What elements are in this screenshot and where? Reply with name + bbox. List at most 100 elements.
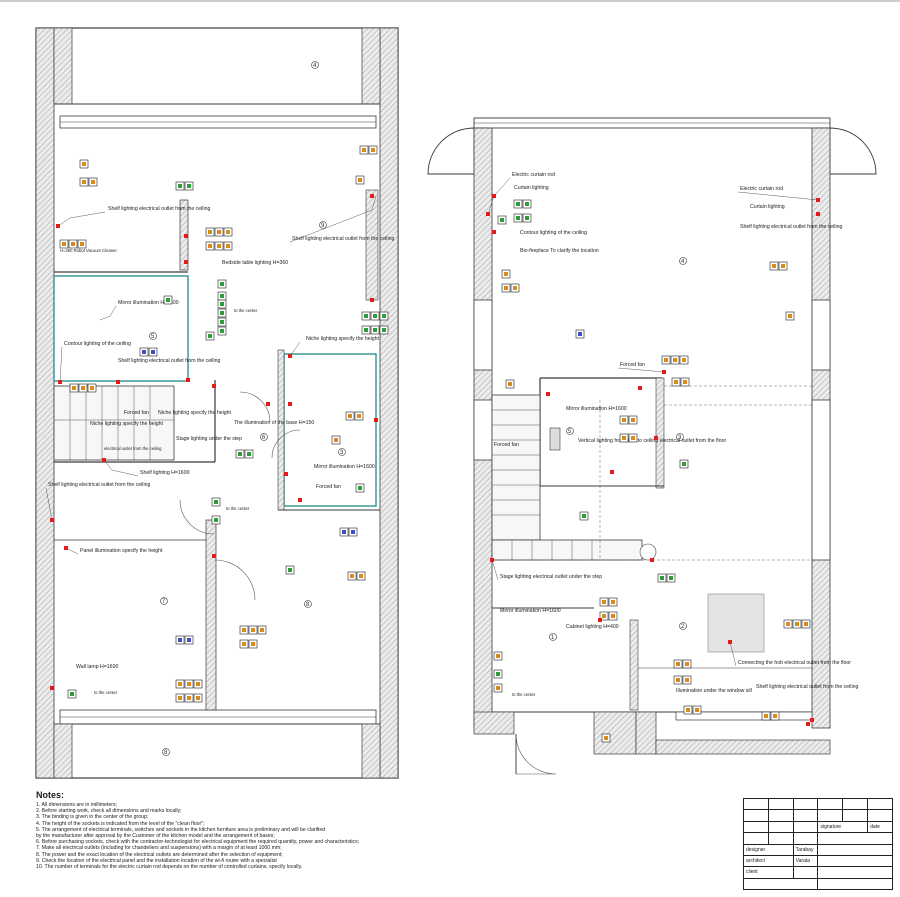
outlet-symbol [187, 682, 191, 686]
outlet-symbol [525, 202, 529, 206]
outlet-symbol [178, 638, 182, 642]
outlet-symbol [214, 518, 218, 522]
label: Contour lighting of the ceiling [64, 341, 131, 347]
teal-partition-left [53, 275, 189, 382]
outlet-symbol [351, 530, 355, 534]
room-number: 8 [306, 602, 310, 608]
connection-point [806, 722, 810, 726]
outlet-symbol [496, 686, 500, 690]
label: Bio-fireplace To clarify the location [520, 248, 599, 254]
note-line: by the manufacturer after approval by th… [36, 833, 275, 840]
outlet-symbol [781, 264, 785, 268]
outlet-symbol [516, 216, 520, 220]
label: Illumination under the window sill [676, 688, 752, 694]
label: Curtain lighting [514, 185, 549, 191]
outlet-symbol [622, 418, 626, 422]
left-plan: 4 9 5 6 7 8 3 8 Shelf lighting electrica… [35, 27, 399, 779]
outlet-symbol [82, 180, 86, 184]
outlet-symbol [500, 218, 504, 222]
label: Stage lighting electrical outlet under t… [500, 574, 602, 580]
label: Forced fan [494, 442, 519, 448]
outlet-symbol [764, 714, 768, 718]
room-number: 5 [151, 334, 155, 340]
room-number: 1 [551, 635, 555, 641]
connection-point [728, 640, 732, 644]
connection-point [298, 498, 302, 502]
label: electrical outlet from the ceiling [104, 446, 162, 451]
left-pier-nw [53, 27, 73, 105]
outlet-symbol [578, 332, 582, 336]
label: Shelf lighting electrical outlet from th… [118, 358, 220, 364]
connection-point [816, 198, 820, 202]
connection-point [650, 558, 654, 562]
room-number: 3 [340, 450, 344, 456]
room-number: 3 [678, 435, 682, 441]
connection-point [288, 402, 292, 406]
note-line: 7. Make all electrical outlets (includin… [36, 845, 282, 852]
outlet-symbol [631, 436, 635, 440]
architect-role: architect [743, 854, 794, 868]
connection-point [184, 260, 188, 264]
outlet-symbol [676, 662, 680, 666]
outlet-symbol [795, 622, 799, 626]
outlet-symbol [622, 436, 626, 440]
outlet-symbol [685, 662, 689, 666]
outlet-symbol [604, 736, 608, 740]
outlet-symbol [382, 328, 386, 332]
outlet-symbol [334, 438, 338, 442]
outlet-symbol [357, 414, 361, 418]
outlet-symbol [208, 334, 212, 338]
signature-header: signature [817, 820, 869, 834]
outlet-symbol [496, 672, 500, 676]
outlet-symbol [214, 500, 218, 504]
outlet-symbol [664, 358, 668, 362]
connection-point [56, 224, 60, 228]
label: to the center [234, 308, 258, 313]
outlet-symbol [208, 230, 212, 234]
outlet-symbol [682, 358, 686, 362]
outlet-symbol [208, 244, 212, 248]
label: Wall lamp H=1600 [76, 664, 118, 670]
outlet-symbol [350, 574, 354, 578]
room-number: 2 [681, 624, 685, 630]
connection-point [492, 230, 496, 234]
label: Forced fan [316, 484, 341, 490]
outlet-symbol [187, 638, 191, 642]
connection-point [490, 558, 494, 562]
label: to the center [94, 690, 118, 695]
outlet-symbol [611, 600, 615, 604]
outlet-symbol [804, 622, 808, 626]
outlet-symbol [673, 358, 677, 362]
note-line: 4. The height of the sockets is indicate… [36, 820, 205, 827]
title-block: signature date designer Tarabay architec… [742, 797, 893, 891]
outlet-symbol [82, 162, 86, 166]
connection-point [370, 194, 374, 198]
outlet-symbol [582, 514, 586, 518]
outlet-symbol [72, 386, 76, 390]
connection-point [186, 378, 190, 382]
label: Shelf lighting electrical outlet from th… [740, 224, 842, 230]
outlet-symbol [178, 184, 182, 188]
outlet-symbol [358, 486, 362, 490]
outlet-symbol [362, 148, 366, 152]
outlet-symbol [342, 530, 346, 534]
outlet-symbol [288, 568, 292, 572]
outlet-symbol [786, 622, 790, 626]
label: Cabinet lighting H=400 [566, 624, 619, 630]
outlet-symbol [81, 386, 85, 390]
note-line: 6. Before purchasing sockets, check with… [36, 839, 360, 846]
connection-point [266, 402, 270, 406]
label: Connecting the hob electrical outlet fro… [738, 660, 851, 666]
room-number: 7 [162, 599, 166, 605]
connection-point [116, 380, 120, 384]
designer-role: designer [743, 843, 794, 856]
outlet-symbol [496, 654, 500, 658]
note-line: 2. Before starting work, check all dimen… [36, 808, 182, 815]
label: Bedside table lighting H=360 [222, 260, 288, 266]
connection-point [50, 686, 54, 690]
outlet-symbol [151, 350, 155, 354]
room-number: 4 [681, 259, 685, 265]
outlet-symbol [525, 216, 529, 220]
note-line: 8. The power and the exact location of t… [36, 851, 283, 858]
outlet-symbol [364, 314, 368, 318]
